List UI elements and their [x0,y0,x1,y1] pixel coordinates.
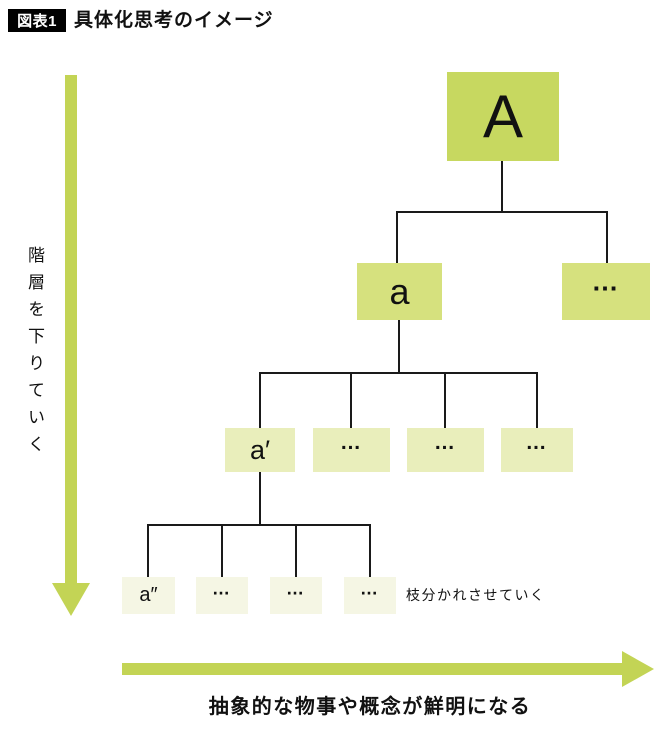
tree-node-level4-ellipsis: … [196,577,248,614]
node-label: … [360,578,380,599]
node-label: a″ [139,584,158,606]
tree-node-level3-a-prime: a′ [225,428,295,472]
connector-line [259,372,261,430]
connector-line [350,372,352,430]
node-label: … [525,430,549,454]
connector-line [221,524,223,579]
connector-line [501,160,503,213]
tree-node-level4-ellipsis: … [344,577,396,614]
connector-line [295,524,297,579]
connector-line [606,211,608,265]
node-label: … [286,578,306,599]
connector-line [369,524,371,579]
connector-line [147,524,371,526]
vertical-axis-label: 階層を下りていく [25,246,44,462]
node-label: … [340,430,363,454]
figure-title: 具体化思考のイメージ [74,10,274,31]
tree-node-level3-ellipsis: … [501,428,573,472]
node-label: a′ [249,434,271,465]
branch-note: 枝分かれさせていく [406,587,546,603]
tree-node-level1-A: A [447,72,559,161]
tree-node-level3-ellipsis: … [313,428,390,472]
node-label: A [482,83,524,150]
tree-node-level4-a-double-prime: a″ [122,577,175,614]
node-label: … [434,430,457,454]
tree-node-level4-ellipsis: … [270,577,322,614]
clarity-right-arrow-bar [122,663,622,675]
connector-line [396,211,608,213]
node-label: … [591,266,621,297]
tree-node-level3-ellipsis: … [407,428,484,472]
connector-line [444,372,446,430]
down-arrow-icon [52,583,90,616]
right-arrow-icon [622,651,654,687]
connector-line [536,372,538,430]
horizontal-axis-label: 抽象的な物事や概念が鮮明になる [208,696,532,718]
figure-number-badge: 図表1 [8,9,66,32]
node-label: … [212,578,232,599]
hierarchy-down-arrow-bar [65,75,77,583]
connector-line [396,211,398,265]
connector-line [259,372,538,374]
connector-line [147,524,149,579]
tree-node-level2-ellipsis: … [562,263,650,320]
connector-line [259,472,261,526]
connector-line [398,320,400,374]
tree-node-level2-a: a [357,263,442,320]
node-label: a [389,270,410,312]
